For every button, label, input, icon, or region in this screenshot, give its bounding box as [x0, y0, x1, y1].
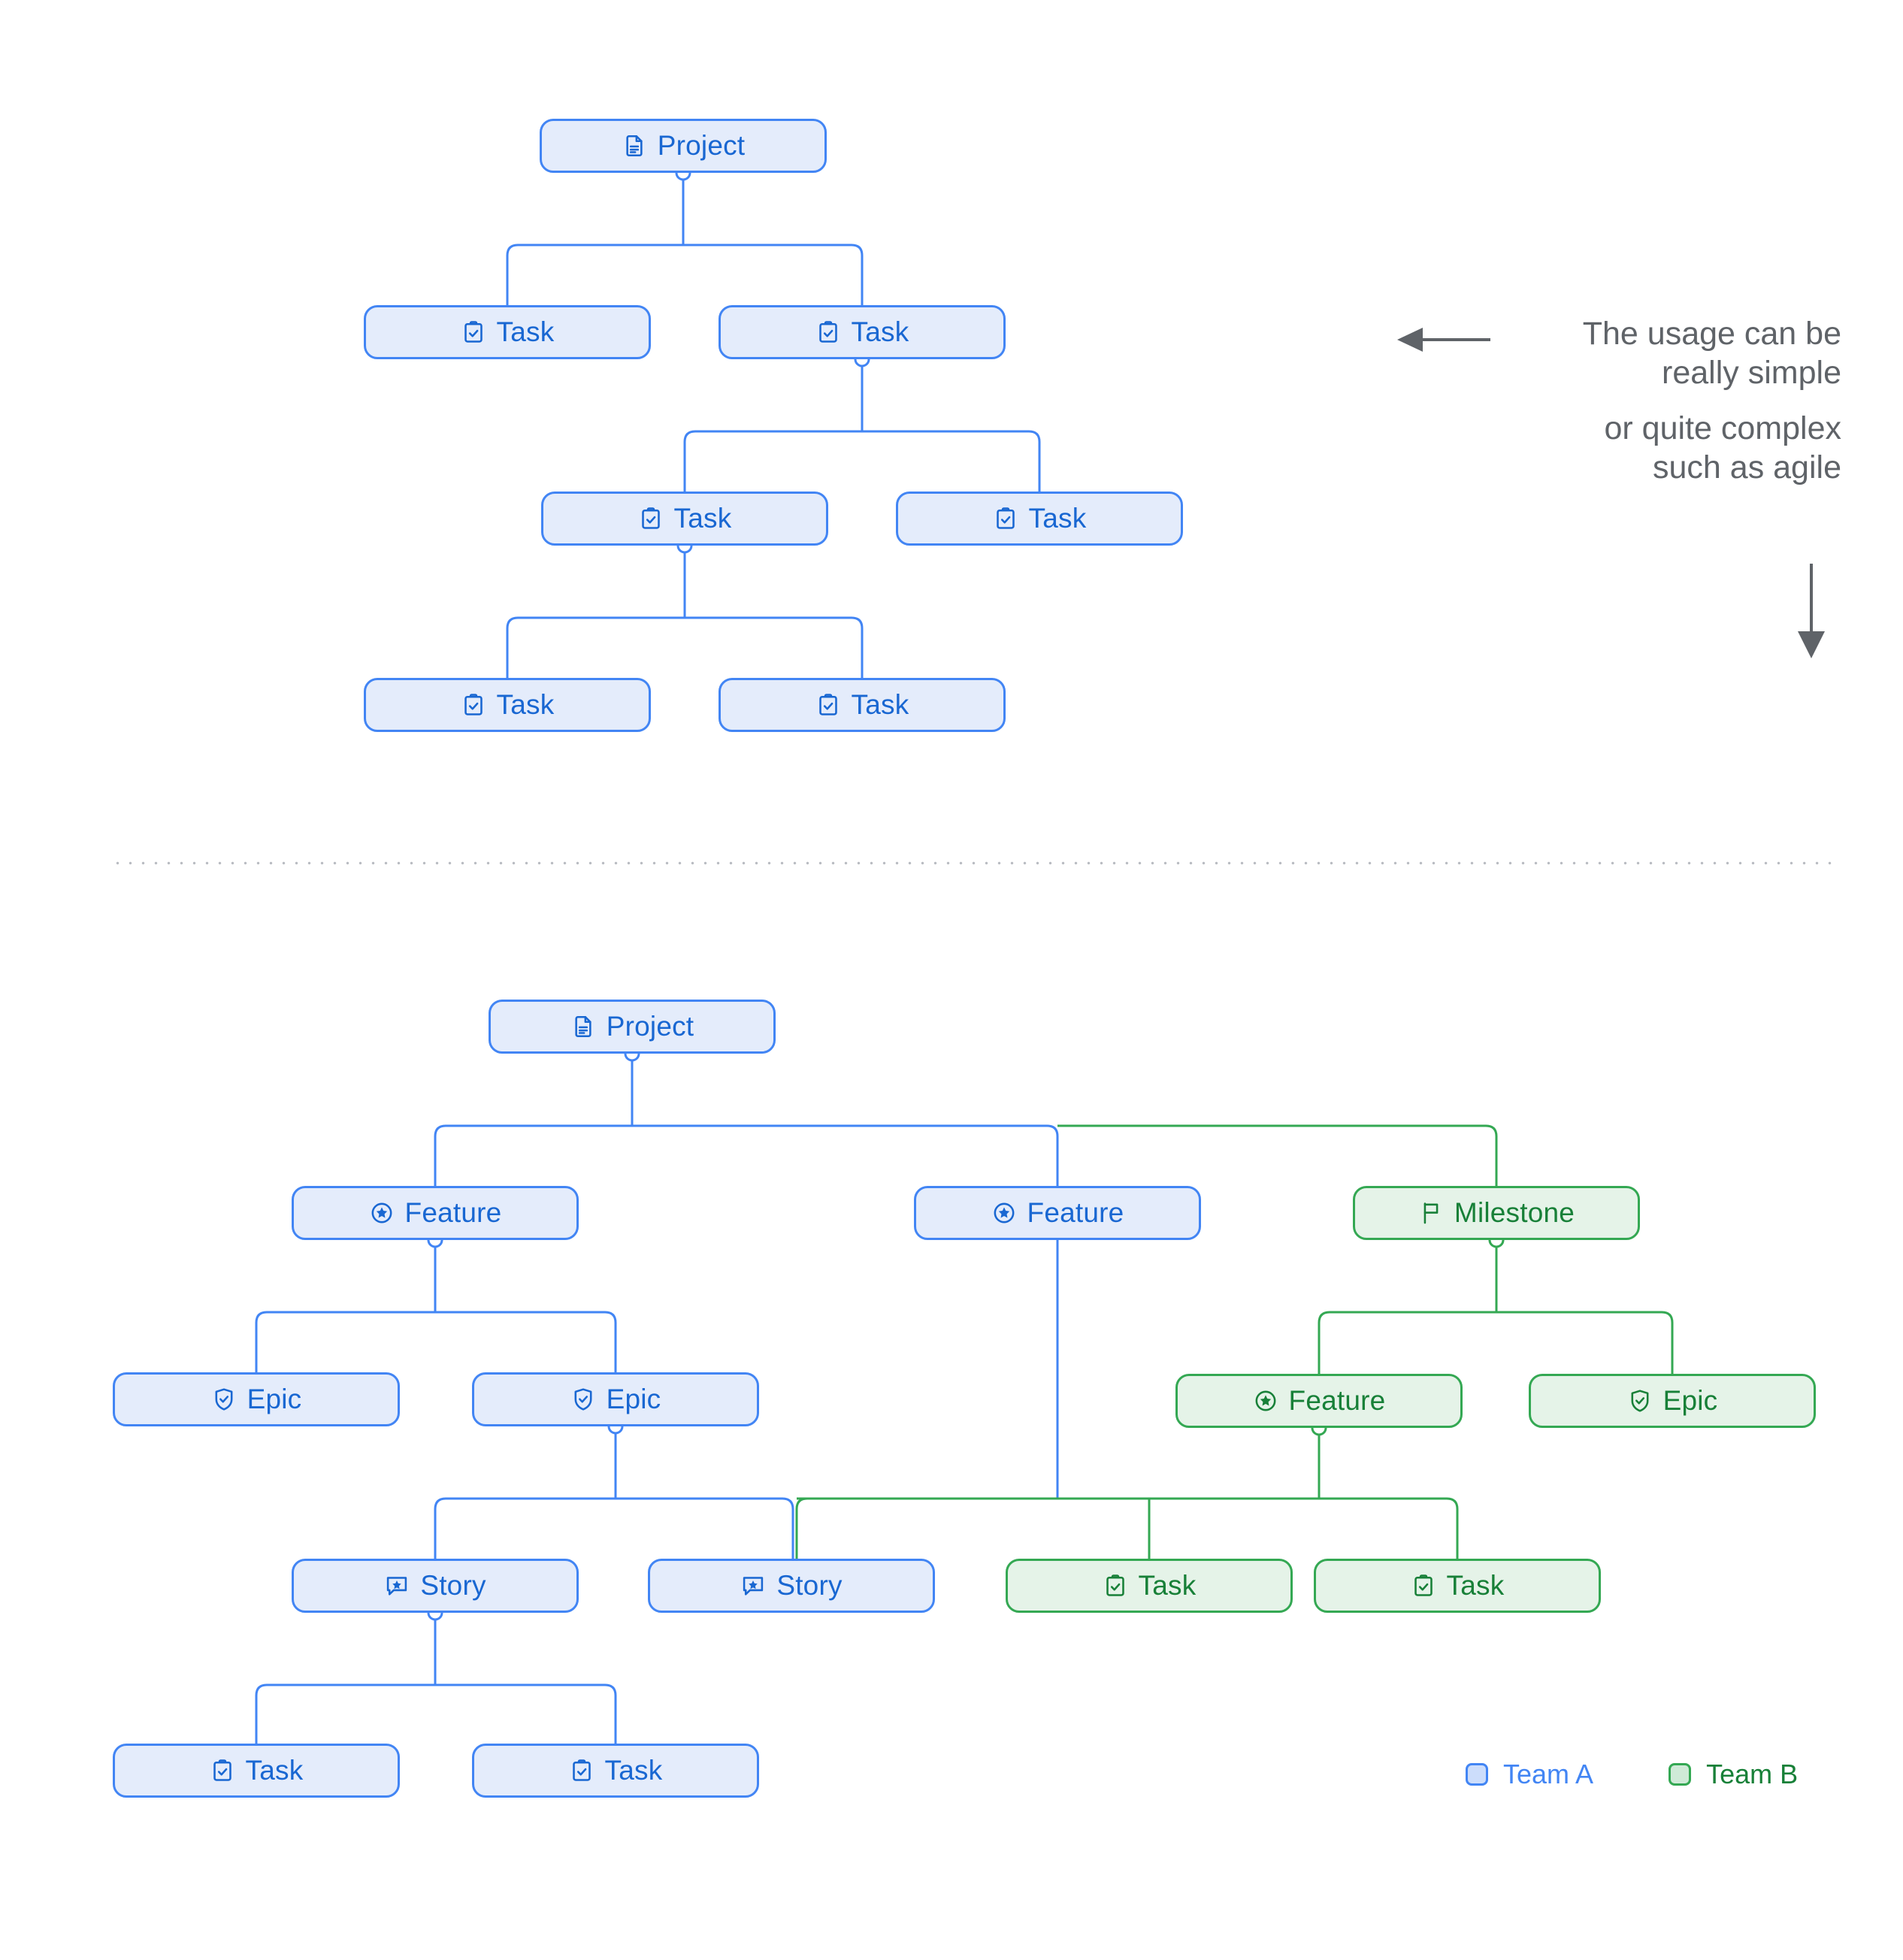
epic-icon	[1627, 1388, 1653, 1414]
node-feature[interactable]: Feature	[1175, 1374, 1463, 1428]
wire-bus-a8	[255, 1683, 617, 1744]
node-story[interactable]: Story	[292, 1559, 579, 1613]
section-divider	[111, 861, 1834, 865]
node-label: Story	[776, 1569, 843, 1601]
wire-bus-s0	[506, 243, 864, 305]
node-story[interactable]: Story	[648, 1559, 935, 1613]
node-feature[interactable]: Feature	[914, 1186, 1201, 1240]
arrow-left-icon	[1397, 328, 1490, 352]
task-icon	[569, 1758, 594, 1783]
node-task[interactable]: Task	[364, 305, 651, 359]
team-legend: Team A Team B	[1466, 1759, 1798, 1790]
annotation-line-4: such as agile	[1653, 449, 1841, 486]
node-label: Task	[604, 1754, 663, 1786]
task-icon	[1103, 1573, 1128, 1599]
node-label: Project	[657, 129, 746, 161]
story-icon	[740, 1573, 766, 1599]
node-epic[interactable]: Epic	[472, 1372, 759, 1426]
node-task[interactable]: Task	[896, 492, 1183, 546]
task-icon	[461, 692, 486, 718]
legend-item-team-b[interactable]: Team B	[1669, 1759, 1798, 1790]
node-project[interactable]: Project	[489, 1000, 776, 1054]
node-label: Task	[245, 1754, 304, 1786]
wire-bus-a5	[434, 1497, 794, 1559]
story-icon	[384, 1573, 410, 1599]
feature-icon	[1253, 1388, 1278, 1414]
document-icon	[622, 133, 647, 159]
annotation-line-1: The usage can be	[1582, 316, 1841, 352]
annotation-spacer	[1488, 392, 1841, 409]
node-task[interactable]: Task	[1314, 1559, 1601, 1613]
feature-icon	[991, 1200, 1017, 1226]
node-epic[interactable]: Epic	[113, 1372, 400, 1426]
task-icon	[1411, 1573, 1436, 1599]
wire-bus-a1	[255, 1311, 617, 1372]
legend-swatch-icon	[1669, 1763, 1692, 1786]
task-icon	[993, 506, 1018, 531]
node-label: Task	[851, 316, 909, 347]
wire-bus-green-leftcap	[795, 1497, 808, 1559]
node-task[interactable]: Task	[541, 492, 828, 546]
node-label: Feature	[404, 1196, 502, 1228]
node-task[interactable]: Task	[719, 305, 1006, 359]
wire-bus-s3	[506, 616, 864, 678]
node-label: Epic	[606, 1383, 661, 1414]
annotation-text: The usage can be really simple or quite …	[1488, 314, 1841, 487]
document-icon	[570, 1014, 596, 1039]
node-feature[interactable]: Feature	[292, 1186, 579, 1240]
node-label: Epic	[247, 1383, 302, 1414]
wire-bus-a0-right	[1057, 1124, 1498, 1186]
node-label: Story	[420, 1569, 486, 1601]
node-label: Task	[1138, 1569, 1197, 1601]
wire-bus-a3	[1318, 1311, 1674, 1374]
epic-icon	[211, 1387, 237, 1412]
node-label: Task	[496, 688, 555, 720]
node-label: Task	[1446, 1569, 1505, 1601]
legend-item-team-a[interactable]: Team A	[1466, 1759, 1593, 1790]
task-icon	[461, 319, 486, 345]
task-icon	[815, 319, 841, 345]
annotation-line-3: or quite complex	[1604, 410, 1842, 447]
node-task[interactable]: Task	[113, 1744, 400, 1798]
legend-label: Team B	[1706, 1759, 1799, 1789]
task-icon	[815, 692, 841, 718]
feature-icon	[369, 1200, 395, 1226]
node-task[interactable]: Task	[719, 678, 1006, 732]
node-epic[interactable]: Epic	[1529, 1374, 1816, 1428]
arrow-down-icon	[1798, 564, 1825, 658]
legend-label: Team A	[1503, 1759, 1594, 1789]
node-label: Task	[673, 502, 732, 534]
wire-bus-a0-left	[434, 1124, 1059, 1186]
epic-icon	[570, 1387, 596, 1412]
node-label: Task	[1028, 502, 1087, 534]
node-label: Task	[496, 316, 555, 347]
node-task[interactable]: Task	[1006, 1559, 1293, 1613]
node-task[interactable]: Task	[364, 678, 651, 732]
task-icon	[210, 1758, 235, 1783]
node-label: Task	[851, 688, 909, 720]
wire-bus-green	[797, 1497, 1459, 1559]
annotation-line-2: really simple	[1662, 355, 1841, 392]
node-milestone[interactable]: Milestone	[1353, 1186, 1640, 1240]
milestone-icon	[1418, 1200, 1444, 1226]
task-icon	[638, 506, 664, 531]
node-label: Milestone	[1454, 1196, 1575, 1228]
node-label: Epic	[1662, 1384, 1718, 1416]
node-project[interactable]: Project	[540, 119, 827, 173]
node-label: Feature	[1288, 1384, 1386, 1416]
wire-bus-s2	[683, 430, 1041, 492]
node-label: Project	[606, 1010, 694, 1042]
node-task[interactable]: Task	[472, 1744, 759, 1798]
node-label: Feature	[1027, 1196, 1124, 1228]
legend-swatch-icon	[1466, 1763, 1488, 1786]
